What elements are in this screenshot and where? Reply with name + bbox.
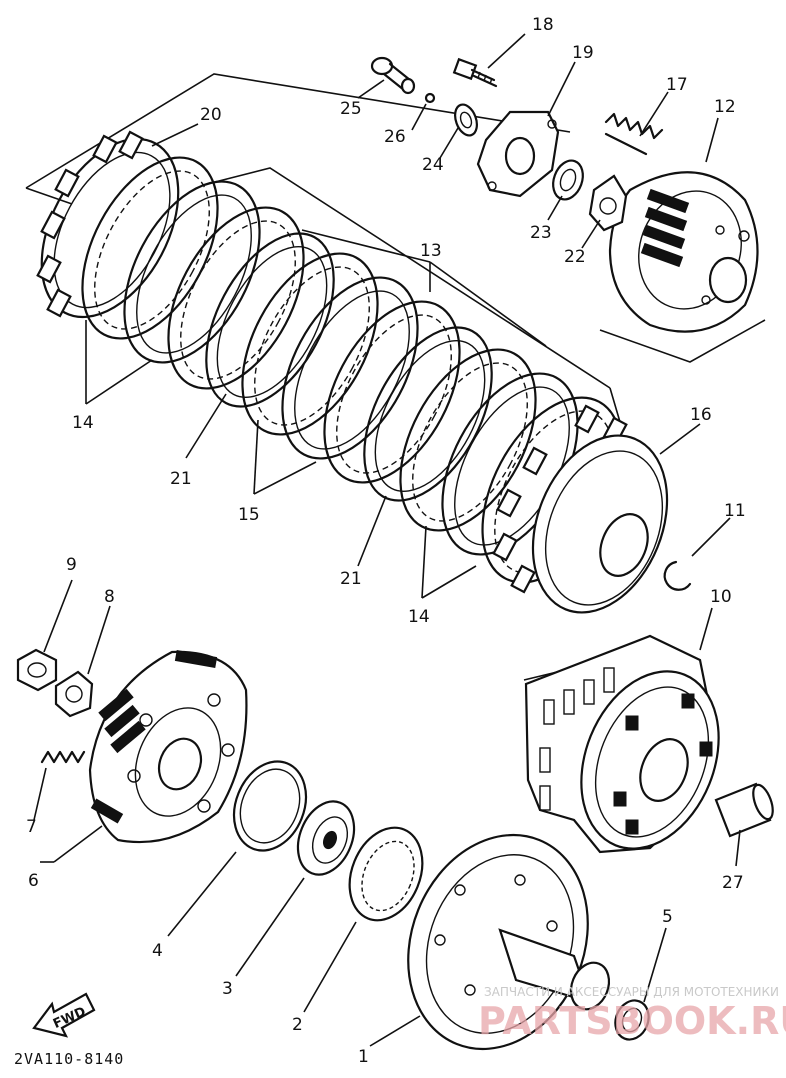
callout-5: 5 bbox=[662, 907, 673, 927]
callout-2: 2 bbox=[292, 1015, 303, 1035]
callout-20: 20 bbox=[200, 105, 222, 125]
callout-26: 26 bbox=[384, 127, 406, 147]
part-19-push-plate bbox=[476, 110, 560, 198]
part-24-bearing bbox=[454, 103, 478, 137]
callout-21-upper: 21 bbox=[170, 469, 192, 489]
callout-numbers: 18 19 17 12 25 26 24 23 22 20 13 14 21 1… bbox=[26, 15, 746, 1067]
callout-11: 11 bbox=[724, 501, 746, 521]
callout-24: 24 bbox=[422, 155, 444, 175]
watermark: ЗАПЧАСТИ И АКСЕССУАРЫ ДЛЯ МОТОТЕХНИКИ PA… bbox=[478, 985, 786, 1043]
callout-9: 9 bbox=[66, 555, 77, 575]
callout-21-lower: 21 bbox=[340, 569, 362, 589]
watermark-line: ЗАПЧАСТИ И АКСЕССУАРЫ ДЛЯ МОТОТЕХНИКИ bbox=[484, 985, 779, 999]
callout-1: 1 bbox=[358, 1047, 369, 1067]
callout-10: 10 bbox=[710, 587, 732, 607]
part-18-bolt bbox=[452, 57, 498, 88]
group-bracket-lines bbox=[25, 73, 766, 721]
part-4-gasket bbox=[232, 760, 308, 852]
callout-12: 12 bbox=[714, 97, 736, 117]
callout-23: 23 bbox=[530, 223, 552, 243]
part-9-nut bbox=[16, 648, 58, 692]
clutch-plate-stack bbox=[81, 156, 628, 594]
part-3-bearing bbox=[296, 800, 356, 876]
watermark-brand: PARTSBOOK.RU bbox=[478, 999, 786, 1043]
callout-16: 16 bbox=[690, 405, 712, 425]
callout-15: 15 bbox=[238, 505, 260, 525]
part-5-washer bbox=[614, 999, 650, 1041]
part-8-lock-washer bbox=[54, 670, 94, 718]
part-2-one-way-gear bbox=[348, 826, 424, 922]
callout-22: 22 bbox=[564, 247, 586, 267]
part-6-centrifugal-clutch bbox=[88, 650, 248, 844]
callout-25: 25 bbox=[340, 99, 362, 119]
callout-14-lower: 14 bbox=[408, 607, 430, 627]
callout-7: 7 bbox=[26, 817, 37, 837]
part-7-spring bbox=[40, 750, 86, 764]
callout-27: 27 bbox=[722, 873, 744, 893]
callout-4: 4 bbox=[152, 941, 163, 961]
part-11-circlip bbox=[663, 560, 692, 591]
callout-19: 19 bbox=[572, 43, 594, 63]
callout-13: 13 bbox=[420, 241, 442, 261]
fwd-arrow: FWD bbox=[32, 992, 96, 1038]
part-25-bolt bbox=[370, 56, 416, 95]
leader-lines bbox=[33, 33, 741, 1047]
part-22-lock-washer bbox=[588, 174, 628, 232]
callout-3: 3 bbox=[222, 979, 233, 999]
part-10-clutch-basket bbox=[524, 634, 720, 854]
callout-17: 17 bbox=[666, 75, 688, 95]
callout-14-upper: 14 bbox=[72, 413, 94, 433]
callout-6: 6 bbox=[28, 871, 39, 891]
callout-8: 8 bbox=[104, 587, 115, 607]
part-12-clutch-cover bbox=[608, 171, 759, 333]
callout-18: 18 bbox=[532, 15, 554, 35]
part-26-ball bbox=[424, 92, 436, 104]
part-1-clutch-carrier bbox=[407, 833, 611, 1051]
part-16-pressure-plate bbox=[531, 434, 669, 614]
part-27-bushing bbox=[714, 782, 774, 838]
part-23-seal bbox=[552, 159, 584, 201]
part-20-friction-plate bbox=[36, 130, 180, 319]
diagram-code: 2VA110-8140 bbox=[14, 1050, 124, 1068]
part-17-spring bbox=[604, 112, 664, 156]
